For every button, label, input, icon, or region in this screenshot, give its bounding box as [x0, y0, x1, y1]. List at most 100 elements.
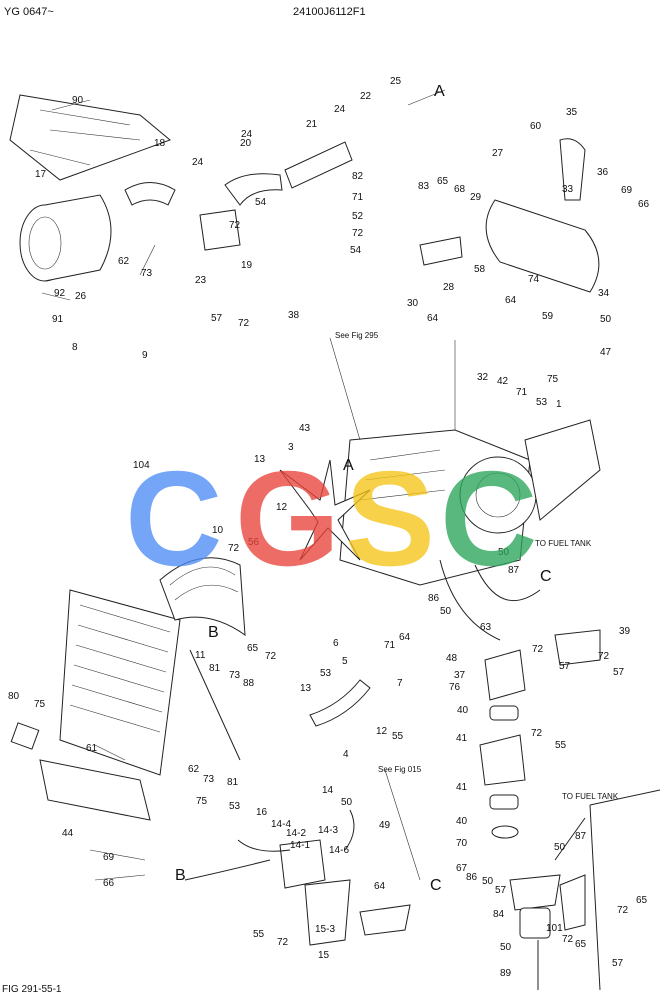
- part-callout-72: 72: [617, 905, 629, 916]
- part-callout-57: 57: [495, 885, 507, 896]
- part-callout-54: 54: [255, 197, 267, 208]
- part-callout-101: 101: [546, 923, 563, 934]
- part-callout-72: 72: [277, 937, 289, 948]
- part-callout-29: 29: [470, 192, 482, 203]
- part-callout-39: 39: [619, 626, 631, 637]
- part-callout-18: 18: [154, 138, 166, 149]
- watermark-letter-2: S: [345, 443, 435, 594]
- part-callout-16: 16: [256, 807, 268, 818]
- part-callout-23: 23: [195, 275, 207, 286]
- header-left: YG 0647~: [4, 6, 54, 18]
- part-callout-73: 73: [229, 670, 241, 681]
- part-callout-41: 41: [456, 733, 468, 744]
- part-callout-58: 58: [474, 264, 486, 275]
- ref-fig-295: See Fig 295: [335, 331, 379, 340]
- part-callout-72: 72: [265, 651, 277, 662]
- part-callout-14-4: 14-4: [271, 819, 291, 830]
- part-callout-57: 57: [211, 313, 223, 324]
- part-callout-25: 25: [390, 76, 402, 87]
- part-callout-22: 22: [360, 91, 372, 102]
- part-callout-48: 48: [446, 653, 458, 664]
- part-callout-14-2: 14-2: [286, 828, 306, 839]
- part-callout-65: 65: [575, 939, 587, 950]
- part-callout-67: 67: [456, 863, 468, 874]
- part-callout-69: 69: [621, 185, 633, 196]
- fuel-filter: [509, 789, 661, 991]
- part-callout-73: 73: [141, 268, 153, 279]
- part-callout-5: 5: [342, 656, 348, 667]
- frame-rail: [9, 94, 171, 181]
- part-callout-30: 30: [407, 298, 419, 309]
- part-callout-14-3: 14-3: [318, 825, 338, 836]
- part-callout-15: 15: [318, 950, 330, 961]
- part-callout-37: 37: [454, 670, 466, 681]
- part-callout-17: 17: [35, 169, 47, 180]
- fan-shroud: [159, 557, 246, 637]
- part-callout-71: 71: [384, 640, 396, 651]
- reserve-tank: [184, 809, 411, 946]
- part-callout-89: 89: [500, 968, 512, 979]
- part-callout-72: 72: [228, 543, 240, 554]
- part-callout-81: 81: [227, 777, 239, 788]
- part-callout-71: 71: [516, 387, 528, 398]
- part-callout-82: 82: [352, 171, 364, 182]
- part-callout-57: 57: [613, 667, 625, 678]
- ref-to-fuel-tank-1: TO FUEL TANK: [535, 539, 592, 548]
- part-callout-68: 68: [454, 184, 466, 195]
- part-callout-64: 64: [374, 881, 386, 892]
- part-callout-13: 13: [300, 683, 312, 694]
- part-callout-55: 55: [555, 740, 567, 751]
- part-callout-53: 53: [229, 801, 241, 812]
- watermark-letter-0: C: [125, 443, 223, 594]
- part-callout-b: B: [208, 624, 219, 641]
- part-callout-81: 81: [209, 663, 221, 674]
- part-callout-47: 47: [600, 347, 612, 358]
- part-callout-50: 50: [440, 606, 452, 617]
- part-callout-8: 8: [72, 342, 78, 353]
- part-callout-83: 83: [418, 181, 430, 192]
- part-callout-24: 24: [192, 157, 204, 168]
- part-callout-40: 40: [457, 705, 469, 716]
- part-callout-43: 43: [299, 423, 311, 434]
- part-callout-65: 65: [247, 643, 259, 654]
- part-callout-34: 34: [598, 288, 610, 299]
- part-callout-b: B: [175, 867, 186, 884]
- part-callout-9: 9: [142, 350, 148, 361]
- part-callout-60: 60: [530, 121, 542, 132]
- part-callout-62: 62: [118, 256, 130, 267]
- part-callout-53: 53: [320, 668, 332, 679]
- part-callout-104: 104: [133, 460, 150, 471]
- part-callout-50: 50: [554, 842, 566, 853]
- part-callout-28: 28: [443, 282, 455, 293]
- ref-fig-015: See Fig 015: [378, 765, 422, 774]
- part-callout-44: 44: [62, 828, 74, 839]
- part-callout-70: 70: [456, 838, 468, 849]
- part-callout-72: 72: [532, 644, 544, 655]
- part-callout-87: 87: [508, 565, 520, 576]
- watermark: C G S C: [125, 443, 538, 594]
- part-callout-12: 12: [376, 726, 388, 737]
- part-callout-15-3: 15-3: [315, 924, 335, 935]
- part-callout-84: 84: [493, 909, 505, 920]
- muffler: [419, 138, 600, 293]
- part-callout-14: 14: [322, 785, 334, 796]
- part-callout-13: 13: [254, 454, 266, 465]
- part-callout-57: 57: [559, 661, 571, 672]
- watermark-letter-3: C: [440, 443, 538, 594]
- part-callout-50: 50: [498, 547, 510, 558]
- part-callout-12: 12: [276, 502, 288, 513]
- part-callout-41: 41: [456, 782, 468, 793]
- part-callout-75: 75: [34, 699, 46, 710]
- part-callout-3: 3: [288, 442, 294, 453]
- part-callout-64: 64: [427, 313, 439, 324]
- part-callout-50: 50: [600, 314, 612, 325]
- part-callout-54: 54: [350, 245, 362, 256]
- part-callout-40: 40: [456, 816, 468, 827]
- part-callout-91: 91: [52, 314, 64, 325]
- engine-mounts: [479, 629, 601, 839]
- part-callout-55: 55: [253, 929, 265, 940]
- part-callout-36: 36: [597, 167, 609, 178]
- part-callout-32: 32: [477, 372, 489, 383]
- part-callout-c: C: [540, 568, 552, 585]
